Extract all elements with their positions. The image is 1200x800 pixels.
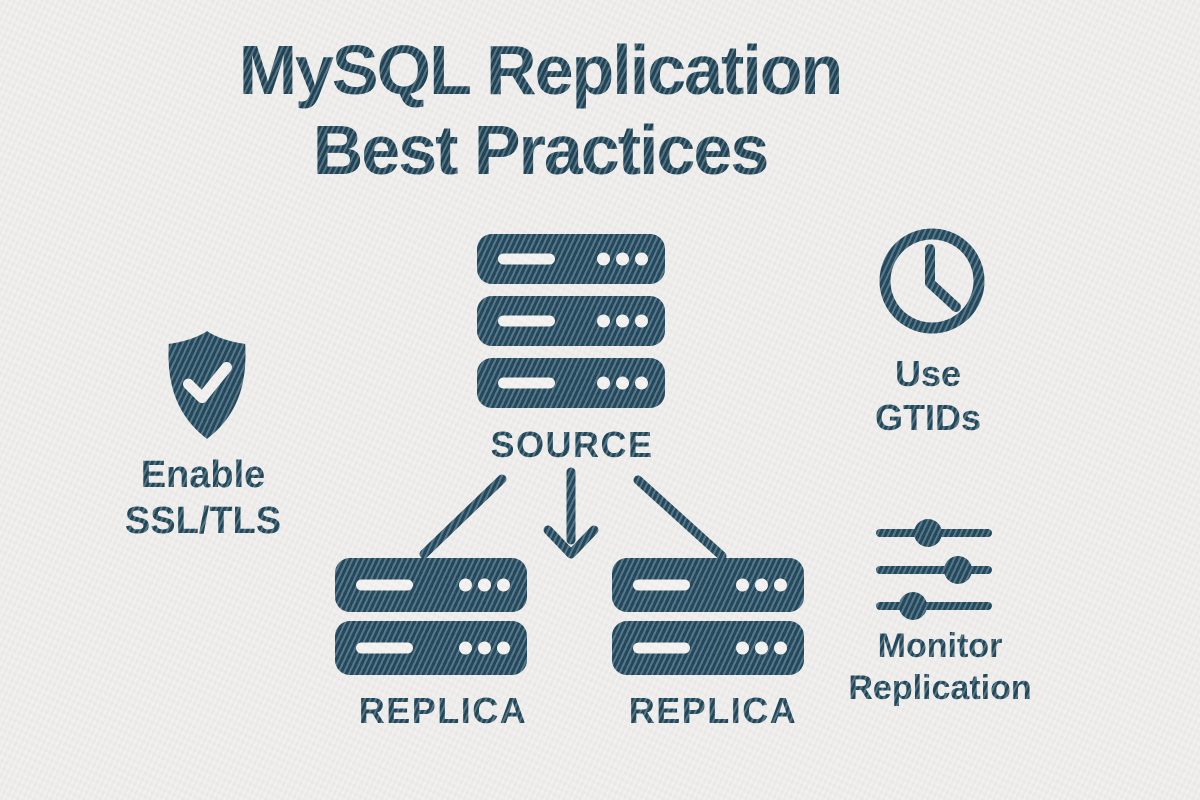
led-dots <box>597 376 648 390</box>
title-line-2: Best Practices <box>312 111 770 189</box>
clock-icon <box>879 228 985 334</box>
replica-right-label: REPLICA <box>628 690 798 731</box>
drive-slot <box>498 253 555 265</box>
tip-use-gtids-line-2: GTIDs <box>874 397 982 438</box>
server-unit <box>477 358 665 408</box>
tip-monitor-replication: Monitor Replication <box>848 625 1031 709</box>
drive-slot <box>498 315 555 327</box>
server-unit <box>335 558 527 612</box>
tip-use-gtids: Use GTIDs <box>875 352 981 440</box>
led-dots <box>459 641 510 655</box>
server-unit <box>477 296 665 346</box>
arrow-to-left-replica <box>419 474 507 559</box>
server-unit <box>335 621 527 675</box>
drive-slot <box>356 642 413 654</box>
server-unit <box>477 234 665 284</box>
tip-enable-ssl-line-2: SSL/TLS <box>124 500 282 542</box>
led-dots <box>597 252 648 266</box>
drive-slot <box>498 377 555 389</box>
page-title: MySQL Replication Best Practices <box>238 30 844 190</box>
server-unit <box>612 558 804 612</box>
drive-slot <box>633 579 690 591</box>
tip-use-gtids-line-1: Use <box>894 353 962 394</box>
tip-enable-ssl: Enable SSL/TLS <box>125 452 281 544</box>
arrow-down-head <box>543 525 599 559</box>
arrow-to-right-replica <box>633 475 727 561</box>
led-dots <box>736 641 787 655</box>
replica-right-server-stack <box>612 558 804 684</box>
drive-slot <box>633 642 690 654</box>
shield-check-icon <box>168 331 246 439</box>
sliders-icon <box>876 519 992 620</box>
title-line-1: MySQL Replication <box>238 31 844 109</box>
server-unit <box>612 621 804 675</box>
replication-arrows <box>419 467 727 561</box>
replica-left-server-stack <box>335 558 527 684</box>
led-dots <box>597 314 648 328</box>
replica-left-label: REPLICA <box>358 690 528 731</box>
source-server-stack <box>477 234 665 420</box>
tip-monitor-replication-line-2: Replication <box>848 669 1032 707</box>
drive-slot <box>356 579 413 591</box>
tip-enable-ssl-line-1: Enable <box>140 454 266 496</box>
led-dots <box>459 578 510 592</box>
source-label: SOURCE <box>490 424 654 465</box>
tip-monitor-replication-line-1: Monitor <box>877 627 1003 665</box>
led-dots <box>736 578 787 592</box>
